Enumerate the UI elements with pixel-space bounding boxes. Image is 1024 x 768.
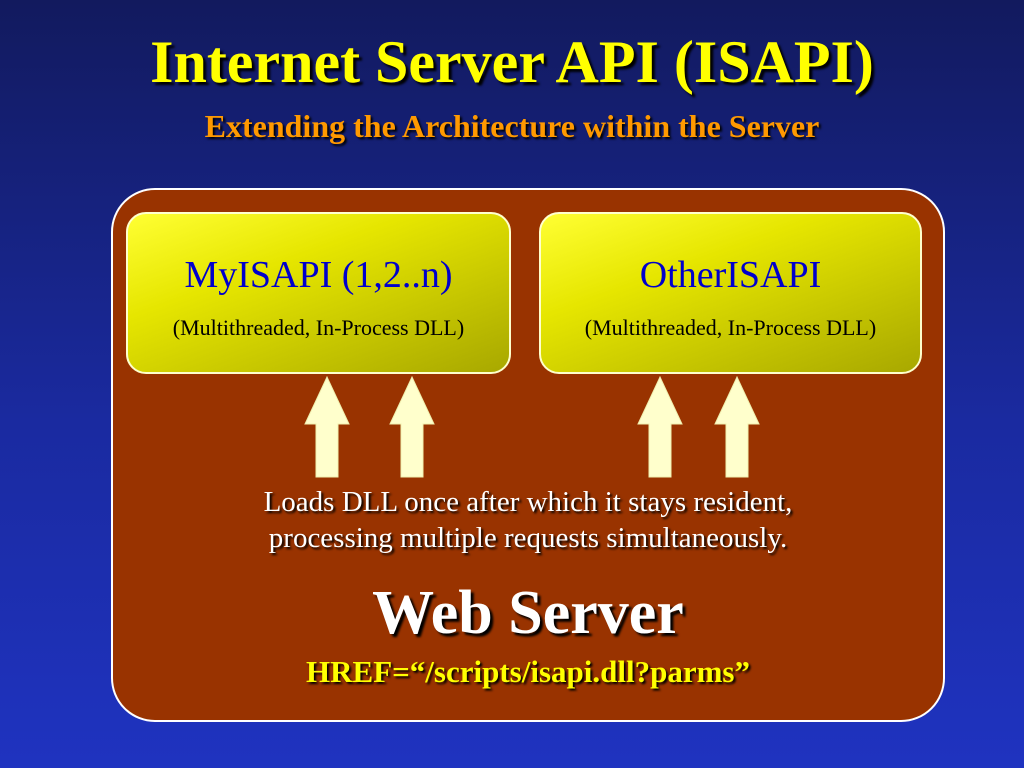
myisapi-description: (Multithreaded, In-Process DLL) [172,315,465,340]
otherisapi-box: OtherISAPI (Multithreaded, In-Process DL… [539,212,922,374]
server-description: Loads DLL once after which it stays resi… [111,484,945,556]
slide-subtitle: Extending the Architecture within the Se… [204,108,820,144]
slide-title: Internet Server API (ISAPI) [150,29,874,95]
up-arrow-icon [714,376,760,478]
myisapi-title: MyISAPI (1,2..n) [184,254,453,296]
otherisapi-title: OtherISAPI [639,254,822,296]
web-server-href: HREF=“/scripts/isapi.dll?parms” [306,654,750,689]
server-description-line2: processing multiple requests simultaneou… [268,522,788,554]
web-server-title: Web Server [372,579,684,647]
otherisapi-description: (Multithreaded, In-Process DLL) [584,315,877,340]
server-description-line1: Loads DLL once after which it stays resi… [263,486,793,518]
up-arrow-icon [637,376,683,478]
myisapi-box: MyISAPI (1,2..n) (Multithreaded, In-Proc… [126,212,511,374]
up-arrow-icon [389,376,435,478]
up-arrow-icon [304,376,350,478]
